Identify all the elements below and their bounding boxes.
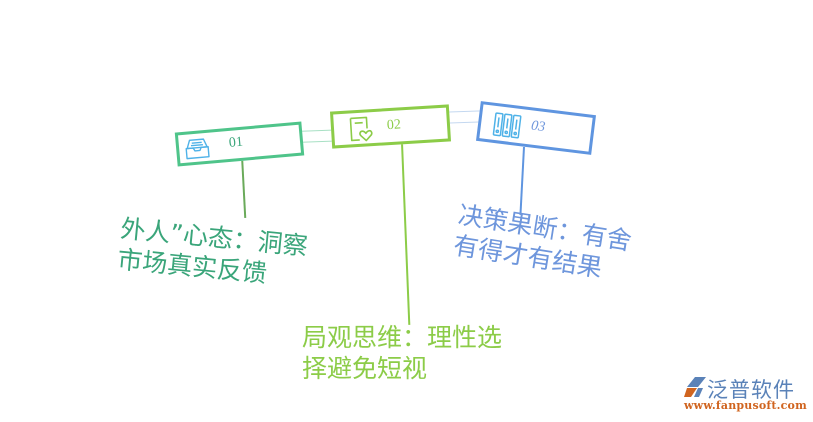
step-number: 01 [228, 134, 244, 151]
stem-2 [401, 142, 411, 325]
document-heart-icon [347, 115, 375, 145]
logo-mark-icon [683, 376, 707, 398]
step-card-03: 03 [475, 101, 597, 155]
step-label-03: 决策果断：有舍 有得才有结果 [451, 199, 634, 288]
step-label-line: 局观思维：理性选 [302, 323, 503, 352]
binders-icon [491, 110, 522, 141]
step-card-02: 02 [329, 104, 452, 149]
stem-3 [519, 146, 525, 215]
step-card-01: 01 [174, 121, 305, 167]
step-number: 02 [386, 117, 402, 134]
step-number: 03 [530, 118, 547, 136]
step-label-01: 外人”心态：洞察 市场真实反馈 [116, 213, 309, 293]
stem-1 [241, 155, 247, 218]
logo-url: www.fanpusoft.com [684, 399, 807, 412]
step-label-02: 局观思维：理性选 择避免短视 [302, 322, 502, 384]
inbox-tray-icon [183, 136, 211, 162]
fanpu-logo: 泛普软件 www.fanpusoft.com [681, 374, 807, 414]
logo-name: 泛普软件 [707, 378, 795, 402]
step-label-line: 择避免短视 [302, 354, 428, 383]
